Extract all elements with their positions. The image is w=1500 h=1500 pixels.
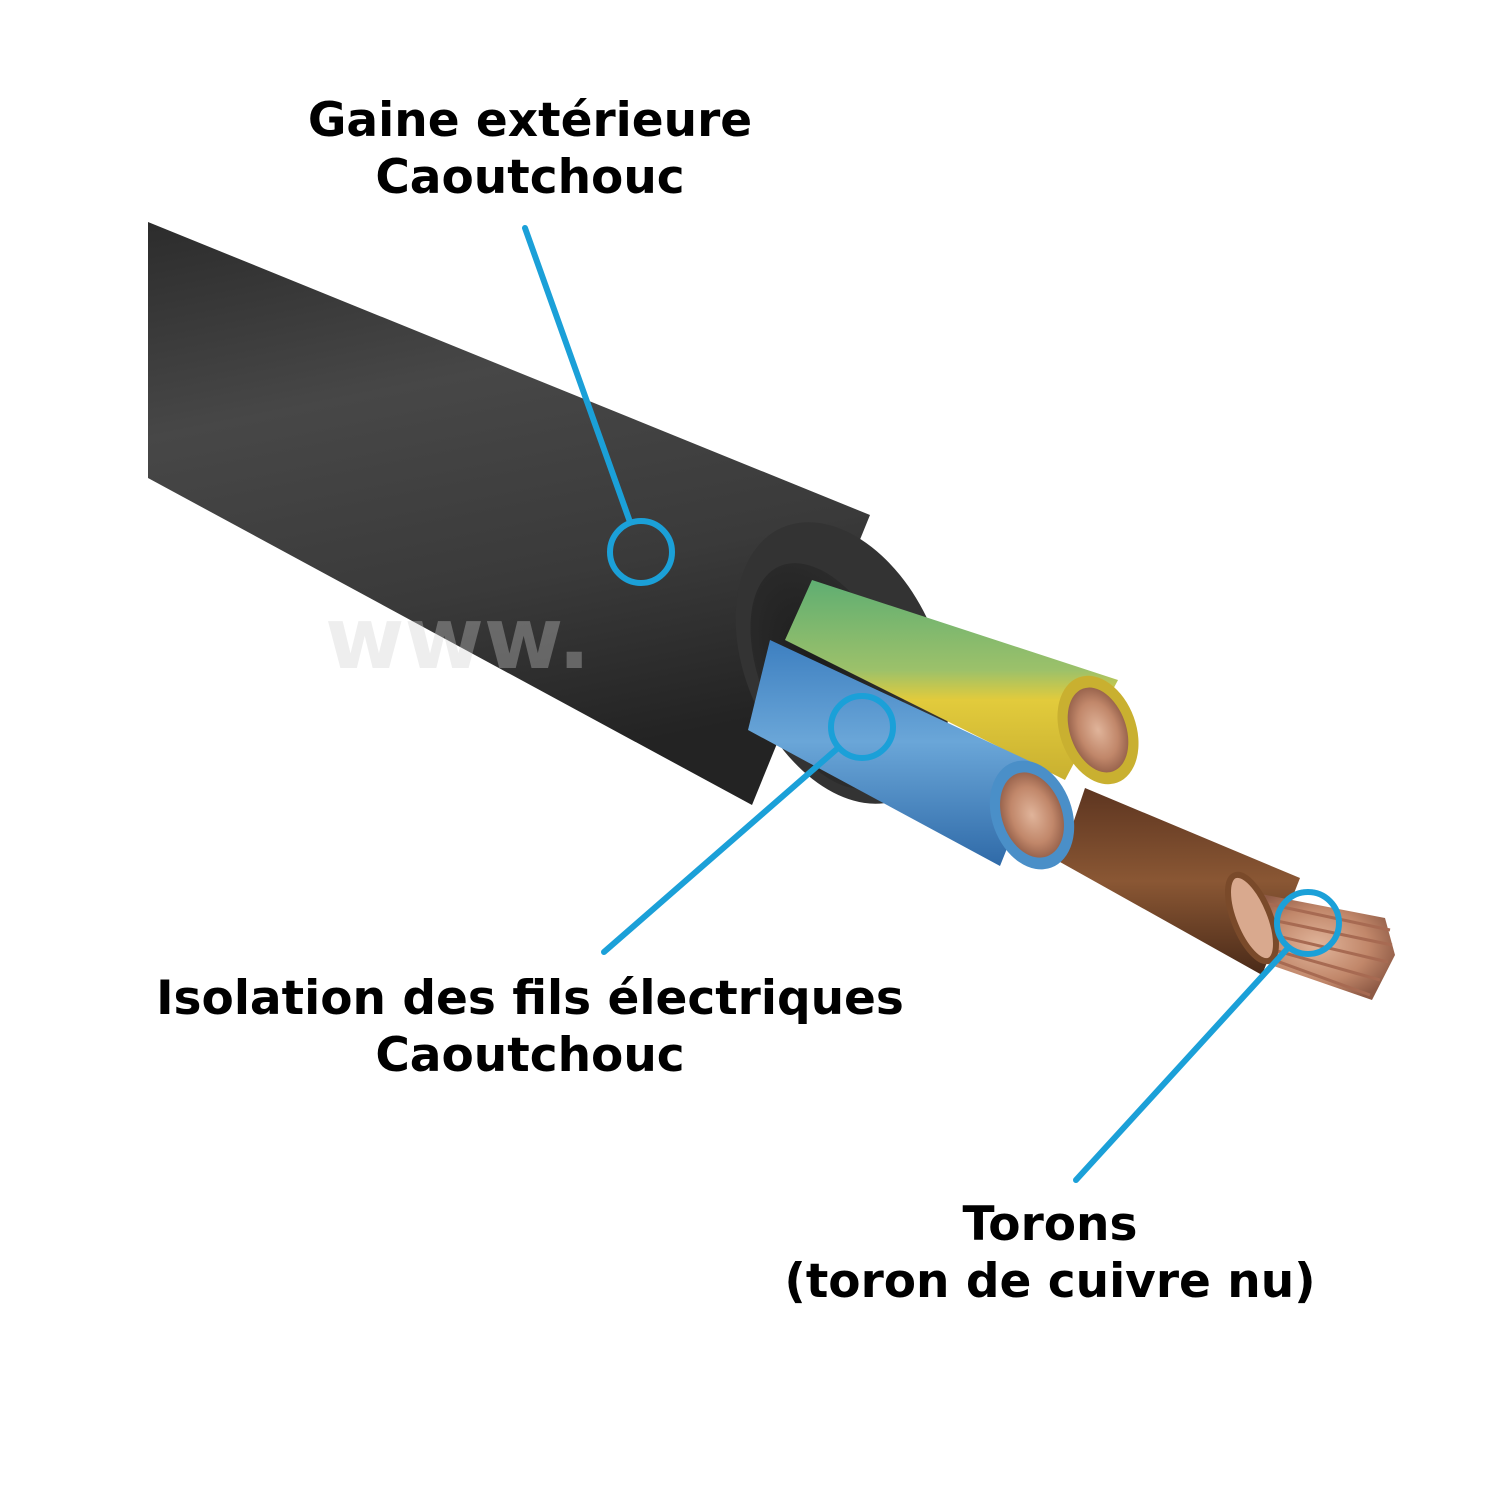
- strands-label: Torons (toron de cuivre nu): [760, 1196, 1340, 1311]
- callout-insulation: [601, 693, 896, 955]
- callout-outer-sheath: [522, 225, 675, 586]
- insulation-label-line2: Caoutchouc: [375, 1028, 685, 1084]
- outer-sheath-label-line2: Caoutchouc: [375, 150, 685, 206]
- wire-blue: [748, 640, 1040, 866]
- watermark: www.: [325, 589, 591, 689]
- insulation-label: Isolation des fils électriques Caoutchou…: [110, 970, 950, 1085]
- wire-green-yellow: [785, 580, 1118, 780]
- outer-sheath: [148, 222, 870, 805]
- outer-sheath-label-line1: Gaine extérieure: [307, 93, 753, 148]
- outer-sheath-label: Gaine extérieure Caoutchouc: [280, 92, 780, 207]
- copper-strands: [1225, 871, 1395, 1000]
- callout-strands: [1073, 889, 1342, 1183]
- strands-label-line1: Torons: [962, 1197, 1138, 1252]
- strands-label-line2: (toron de cuivre nu): [784, 1254, 1316, 1310]
- insulation-label-line1: Isolation des fils électriques: [156, 971, 904, 1026]
